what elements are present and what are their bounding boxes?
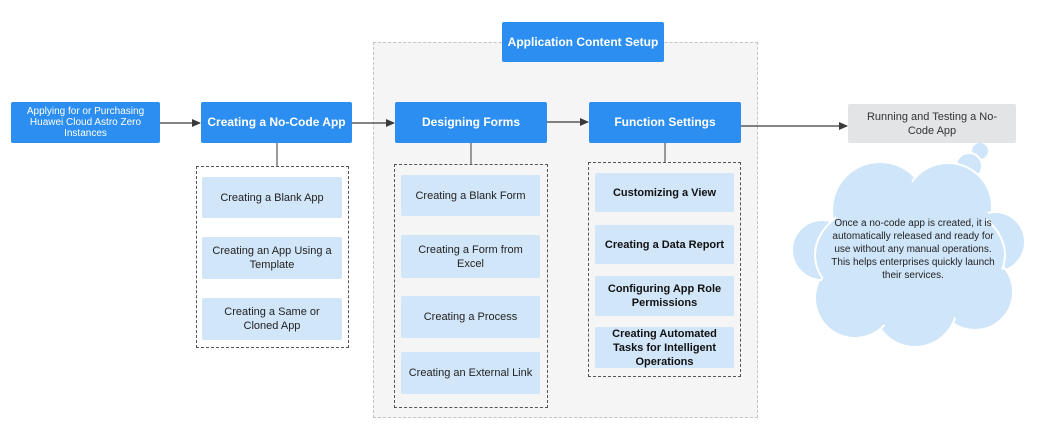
stage-function-settings: Function Settings <box>589 102 741 143</box>
step-form-excel: Creating a Form from Excel <box>401 235 540 278</box>
step-data-report: Creating a Data Report <box>595 225 734 264</box>
function-settings-group <box>588 162 741 377</box>
step-blank-app: Creating a Blank App <box>202 177 342 218</box>
step-automated-tasks: Creating Automated Tasks for Intelligent… <box>595 327 734 368</box>
step-cloned-app: Creating a Same or Cloned App <box>202 298 342 340</box>
step-process: Creating a Process <box>401 296 540 338</box>
step-app-template: Creating an App Using a Template <box>202 237 342 279</box>
region-title: Application Content Setup <box>502 22 664 62</box>
stage-create-app: Creating a No-Code App <box>201 102 352 143</box>
stage-design-forms: Designing Forms <box>395 102 547 143</box>
create-app-group <box>196 166 349 348</box>
design-forms-group <box>394 164 548 408</box>
step-customize-view: Customizing a View <box>595 173 734 212</box>
step-blank-form: Creating a Blank Form <box>401 175 540 216</box>
prerequisite-box: Applying for or Purchasing Huawei Cloud … <box>11 102 160 143</box>
step-external-link: Creating an External Link <box>401 352 540 394</box>
final-run-test: Running and Testing a No-Code App <box>848 104 1016 143</box>
note-text: Once a no-code app is created, it is aut… <box>831 217 995 281</box>
step-role-permissions: Configuring App Role Permissions <box>595 276 734 316</box>
